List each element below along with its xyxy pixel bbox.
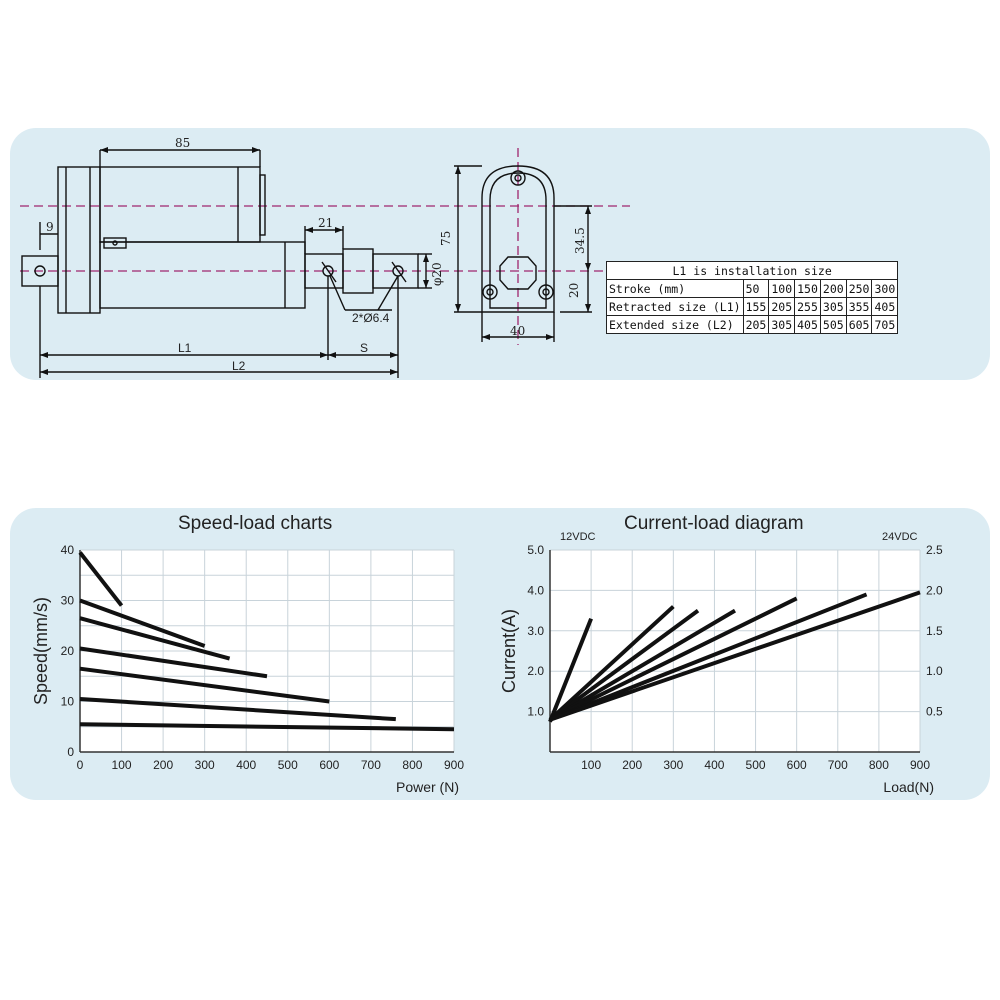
- dimension-labels: 85 9 21 φ20 2*Ø6.4 L1 S L2 75 34.5 20 40: [46, 136, 587, 373]
- actuator-side-view: [21, 149, 432, 378]
- series-line: [548, 608, 737, 722]
- x-tick-label: 0: [77, 758, 84, 772]
- x-tick-label: 700: [828, 758, 848, 772]
- x-tick-label: 400: [236, 758, 256, 772]
- series-line: [549, 592, 868, 722]
- dim-40: 40: [510, 324, 525, 338]
- y-tick-label: 3.0: [527, 624, 544, 638]
- y-tick-label: 20: [61, 644, 75, 658]
- current-chart-title: Current-load diagram: [624, 513, 804, 534]
- speed-chart-title: Speed-load charts: [178, 513, 333, 534]
- y2-tick-label: 1.0: [926, 664, 943, 678]
- y-tick-label: 4.0: [527, 583, 544, 597]
- x-tick-label: 900: [444, 758, 464, 772]
- series-line: [549, 590, 921, 722]
- x-tick-label: 700: [361, 758, 381, 772]
- cell: 150: [794, 279, 821, 298]
- left-axis-unit-label: 12VDC: [560, 531, 596, 543]
- series-line: [548, 608, 700, 722]
- y-tick-label: 2.0: [527, 664, 544, 678]
- y-tick-label: 0: [67, 745, 74, 759]
- series-line: [79, 722, 455, 732]
- x-tick-label: 900: [910, 758, 930, 772]
- y-axis-label: Speed(mm/s): [31, 597, 51, 705]
- x-tick-label: 500: [746, 758, 766, 772]
- actuator-end-view: [454, 165, 592, 342]
- x-tick-label: 500: [278, 758, 298, 772]
- cell: 705: [871, 315, 899, 334]
- dim-34-5: 34.5: [573, 227, 587, 254]
- drawing-panel: [10, 128, 990, 380]
- x-tick-label: 200: [153, 758, 173, 772]
- x-tick-label: 300: [663, 758, 683, 772]
- y-tick-label: 40: [61, 543, 75, 557]
- y-axis-label: Current(A): [499, 609, 519, 693]
- x-tick-label: 600: [787, 758, 807, 772]
- series-line: [79, 616, 231, 661]
- plot-area: [550, 550, 920, 752]
- series-line: [78, 551, 124, 607]
- x-tick-label: 200: [622, 758, 642, 772]
- row-label: Extended size (L2): [606, 315, 744, 334]
- series-line: [79, 646, 268, 679]
- right-axis-unit-label: 24VDC: [882, 531, 918, 543]
- x-tick-label: 800: [869, 758, 889, 772]
- cell: 605: [845, 315, 873, 334]
- dim-21: 21: [318, 216, 333, 230]
- y2-tick-label: 2.5: [926, 543, 943, 557]
- cell: 405: [794, 315, 821, 334]
- arrowheads: [40, 147, 429, 375]
- cell: 355: [845, 297, 873, 316]
- table-row: Extended size (L2) 205 305 405 505 605 7…: [606, 315, 899, 334]
- x-tick-label: 800: [402, 758, 422, 772]
- cell: 505: [819, 315, 847, 334]
- x-tick-label: 600: [319, 758, 339, 772]
- y-tick-label: 1.0: [527, 705, 544, 719]
- cell: 305: [768, 315, 796, 334]
- series-line: [548, 605, 675, 722]
- y2-tick-label: 0.5: [926, 705, 943, 719]
- cell: 305: [819, 297, 847, 316]
- x-axis-label: Load(N): [883, 779, 934, 795]
- series-line: [79, 666, 330, 704]
- y-tick-label: 10: [61, 695, 75, 709]
- dim-75: 75: [439, 231, 453, 246]
- series-line: [79, 598, 206, 648]
- series-line: [548, 617, 593, 723]
- dim-9: 9: [46, 220, 54, 234]
- dim-L2: L2: [232, 359, 246, 373]
- x-tick-label: 100: [581, 758, 601, 772]
- x-tick-label: 100: [112, 758, 132, 772]
- y-tick-label: 5.0: [527, 543, 544, 557]
- x-tick-label: 400: [704, 758, 724, 772]
- series-line: [549, 596, 798, 722]
- x-axis-label: Power (N): [396, 779, 459, 795]
- table-caption: L1 is installation size: [605, 261, 899, 280]
- y2-tick-label: 2.0: [926, 583, 943, 597]
- x-tick-label: 300: [195, 758, 215, 772]
- installation-size-table: L1 is installation size Stroke (mm) 50 1…: [605, 261, 899, 334]
- dim-20: 20: [567, 283, 581, 298]
- y-tick-label: 30: [61, 594, 75, 608]
- dim-85: 85: [175, 136, 190, 150]
- y2-tick-label: 1.5: [926, 624, 943, 638]
- dim-holes: 2*Ø6.4: [352, 311, 390, 325]
- dim-L1: L1: [178, 341, 192, 355]
- dim-phi20: φ20: [430, 262, 444, 286]
- end-view-arrowheads: [455, 166, 591, 340]
- series-line: [79, 696, 396, 722]
- dim-S: S: [360, 341, 368, 355]
